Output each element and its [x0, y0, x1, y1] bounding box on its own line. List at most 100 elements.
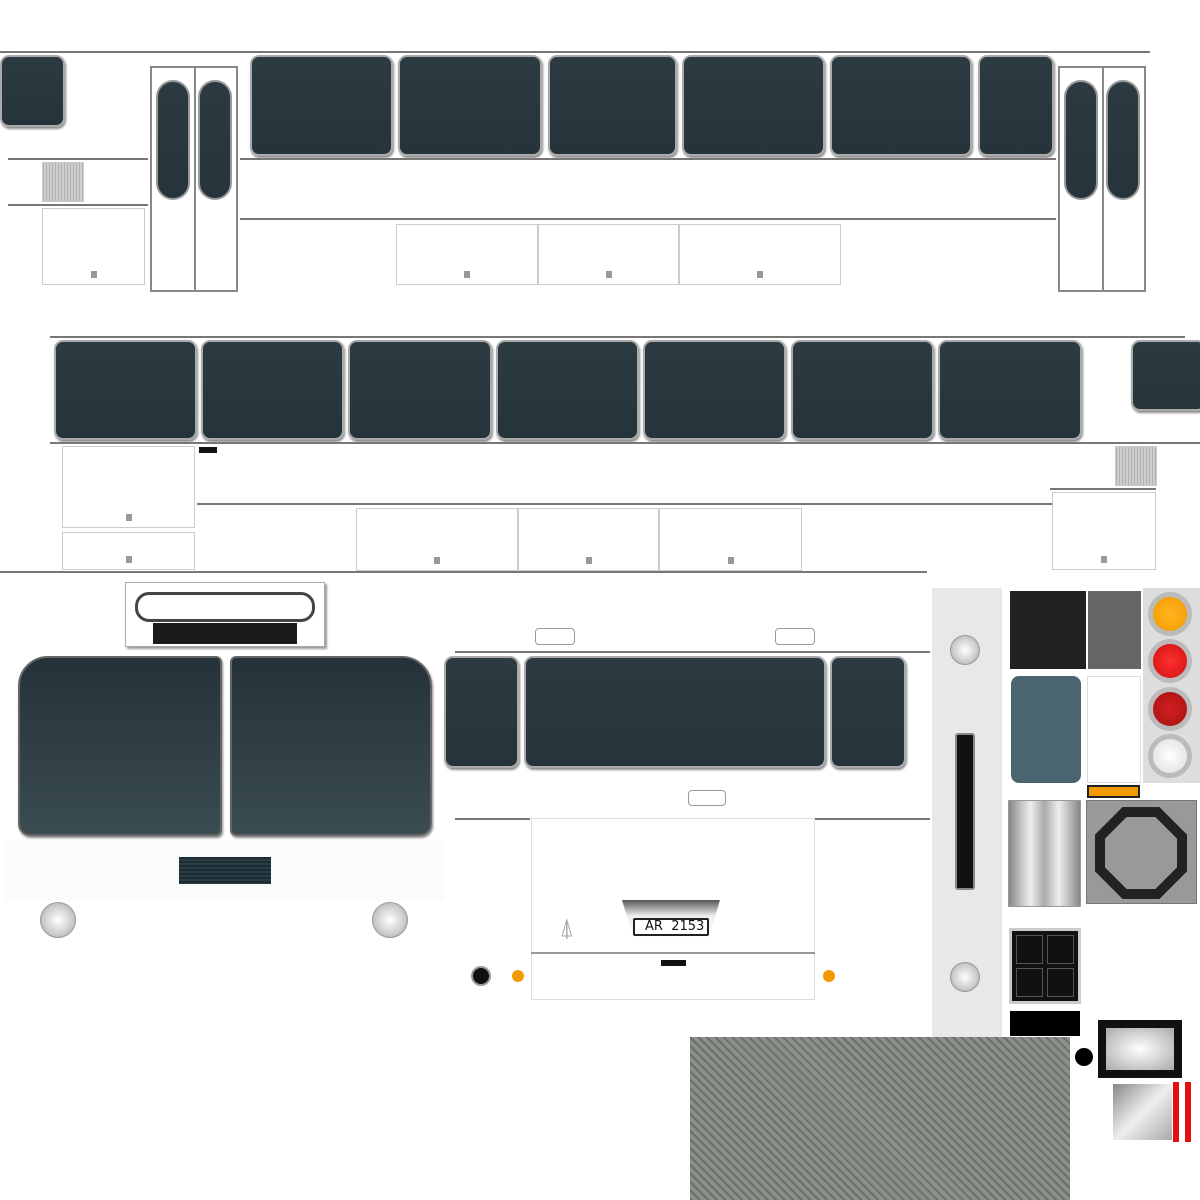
marker-light — [775, 628, 815, 645]
side-window — [791, 340, 934, 440]
windshield-right — [230, 656, 432, 836]
pane — [1016, 968, 1043, 997]
belt-line — [240, 158, 1056, 160]
destination-display — [135, 592, 315, 622]
amber-lamp — [1148, 592, 1192, 636]
belt-line — [455, 818, 530, 820]
tow-hook — [661, 960, 686, 966]
side-window — [348, 340, 492, 440]
roof-line — [0, 51, 1150, 53]
indicator-light — [823, 970, 835, 982]
wheel-hub — [950, 962, 980, 992]
skirt-line — [197, 503, 1052, 505]
wheel-hub — [950, 635, 980, 665]
luggage-hatch — [396, 224, 538, 285]
belt-line — [8, 158, 148, 160]
red-stripe — [1173, 1082, 1179, 1142]
skirt-line — [1050, 488, 1156, 490]
octagon-icon — [1095, 807, 1187, 899]
driver-window — [1131, 340, 1200, 411]
windshield-left — [18, 656, 222, 836]
gray-swatch — [1088, 591, 1141, 669]
bottom-line — [0, 571, 927, 573]
white-swatch — [1087, 676, 1141, 783]
headlight — [372, 902, 408, 938]
door-seam — [1102, 68, 1104, 290]
roof-line — [50, 336, 1185, 338]
front-grille — [179, 857, 271, 884]
red-stripe — [1185, 1082, 1191, 1142]
diamond-plate — [690, 1037, 1070, 1200]
luggage-hatch — [42, 208, 145, 285]
door-window — [198, 80, 232, 200]
rear-window — [444, 656, 519, 768]
side-window — [643, 340, 786, 440]
marker-light — [535, 628, 575, 645]
driver-window — [0, 55, 65, 127]
brake-light — [688, 790, 726, 806]
blue-glass-swatch — [1011, 676, 1081, 783]
side-window — [548, 55, 677, 156]
side-window — [938, 340, 1082, 440]
luggage-hatch — [659, 508, 802, 571]
door-seam — [194, 68, 196, 290]
indicator-light — [512, 970, 524, 982]
wheel-tire-swatch — [1086, 800, 1197, 904]
grid-window-swatch — [1009, 928, 1081, 1004]
headlight — [40, 902, 76, 938]
side-window — [682, 55, 825, 156]
wheel-strip — [932, 588, 1002, 1037]
black-swatch — [1010, 1011, 1080, 1036]
side-window — [398, 55, 542, 156]
destination-sign-frame — [125, 582, 325, 647]
luggage-hatch — [538, 224, 679, 285]
belt-line — [50, 442, 1200, 444]
door-window — [156, 80, 190, 200]
luggage-hatch — [62, 532, 195, 570]
engine-hatch — [62, 446, 195, 528]
black-dot — [1075, 1048, 1093, 1066]
amber-bar — [1087, 785, 1140, 798]
side-window — [496, 340, 639, 440]
pane — [1047, 968, 1074, 997]
rear-window — [830, 656, 906, 768]
red-lamp — [1148, 639, 1192, 683]
dark-swatch — [1010, 591, 1086, 669]
vent-grille — [42, 162, 84, 202]
rear-door — [1058, 66, 1146, 292]
luggage-hatch — [1052, 492, 1156, 570]
belt-line — [8, 204, 148, 206]
side-window — [250, 55, 393, 156]
luggage-hatch — [679, 224, 841, 285]
door-window — [1064, 80, 1098, 200]
plate-number: 2153 — [671, 919, 705, 934]
rear-window — [524, 656, 826, 768]
white-lamp — [1148, 734, 1192, 778]
side-window — [54, 340, 197, 440]
skirt-line — [240, 218, 1056, 220]
mirror-swatch — [1113, 1084, 1172, 1140]
license-plate: AR 2153 — [633, 918, 709, 936]
brand-logo: ⍋ — [559, 913, 575, 943]
bumper-line — [531, 952, 815, 954]
side-window — [201, 340, 344, 440]
headlight-lens — [1106, 1028, 1174, 1070]
fleet-number-label — [199, 447, 217, 453]
belt-line — [815, 818, 930, 820]
plate-region: AR — [645, 919, 663, 934]
pane — [1016, 935, 1043, 964]
vent-grille — [1115, 446, 1157, 486]
black-bar — [955, 733, 975, 890]
side-window — [830, 55, 972, 156]
luggage-hatch — [518, 508, 659, 571]
roof-line — [455, 651, 930, 653]
route-display — [153, 623, 297, 644]
luggage-hatch — [356, 508, 518, 571]
chrome-swatch — [1008, 800, 1081, 907]
door-window — [1106, 80, 1140, 200]
headlight-swatch — [1098, 1020, 1182, 1078]
dark-red-lamp — [1148, 687, 1192, 731]
exhaust-pipe — [471, 966, 491, 986]
side-window — [978, 55, 1054, 156]
front-door — [150, 66, 238, 292]
